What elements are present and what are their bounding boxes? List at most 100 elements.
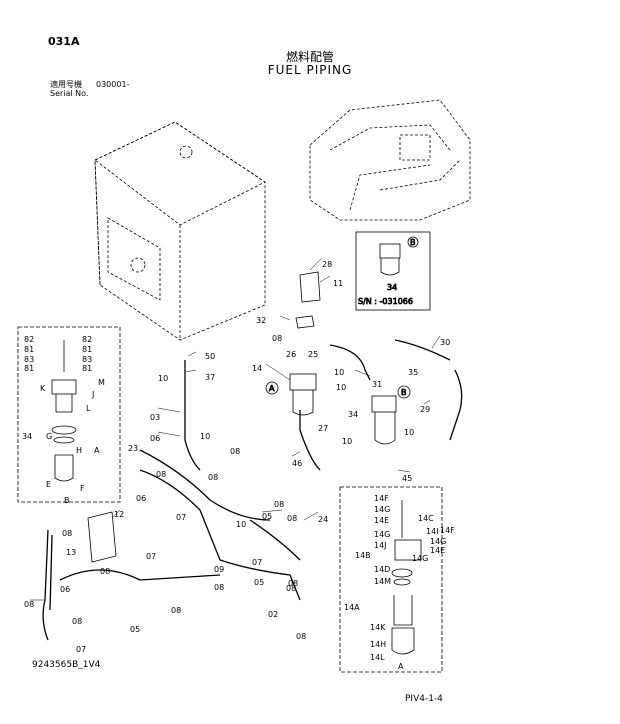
callout-c37: 37 bbox=[205, 373, 216, 382]
callout-c06c: 06 bbox=[60, 585, 71, 594]
detail-right-label: 14J bbox=[374, 541, 387, 550]
detail-right-label: 14L bbox=[370, 653, 385, 662]
fuel-tank bbox=[94, 121, 266, 341]
callout-c08k: 08 bbox=[72, 617, 83, 626]
detail-right-label: 14K bbox=[370, 623, 386, 632]
callout-c24: 24 bbox=[318, 515, 329, 524]
callout-c11: 11 bbox=[333, 279, 344, 288]
serial-value: 030001- bbox=[96, 80, 130, 89]
callout-c03: 03 bbox=[150, 413, 161, 422]
callout-c12: 12 bbox=[114, 510, 125, 519]
callout-c08d: 08 bbox=[287, 514, 298, 523]
callout-c08n: 08 bbox=[208, 473, 219, 482]
callout-c10b: 10 bbox=[200, 432, 211, 441]
callout-c10e: 10 bbox=[404, 428, 415, 437]
ref-marker-b-label: B bbox=[401, 388, 407, 397]
serial-label-en: Serial No. bbox=[50, 89, 89, 98]
detail-right-label: 14A bbox=[344, 603, 360, 612]
callout-c09: 09 bbox=[214, 565, 225, 574]
leader-lines bbox=[30, 257, 441, 601]
detail-right-label: 14F bbox=[374, 494, 389, 503]
detail-right-label: 14E bbox=[430, 546, 446, 555]
callout-c07c: 07 bbox=[252, 558, 263, 567]
ref-marker-a-label: A bbox=[269, 384, 275, 393]
machine-overview bbox=[309, 99, 471, 221]
detail-left-label: M bbox=[98, 378, 105, 387]
detail-box-left bbox=[17, 326, 121, 503]
callout-c46: 46 bbox=[292, 459, 303, 468]
ref-marker-a bbox=[265, 381, 279, 395]
callout-c32: 32 bbox=[256, 316, 267, 325]
inset-part: 34 bbox=[387, 283, 397, 292]
callout-c50: 50 bbox=[205, 352, 216, 361]
detail-left-filter bbox=[51, 340, 77, 482]
callout-c25: 25 bbox=[308, 350, 319, 359]
detail-right-label: 14H bbox=[370, 640, 387, 649]
callout-c08g: 08 bbox=[171, 606, 182, 615]
callout-c29: 29 bbox=[420, 405, 431, 414]
callout-c10a: 10 bbox=[158, 374, 169, 383]
detail-left-label: 81 bbox=[82, 364, 93, 373]
detail-left-label: 83 bbox=[24, 355, 35, 364]
detail-left-label: B bbox=[64, 496, 70, 505]
callout-c08j: 08 bbox=[24, 600, 35, 609]
page-reference: PIV4-1-4 bbox=[405, 694, 443, 704]
detail-right-label: 14G bbox=[374, 505, 391, 514]
detail-left-label: 82 bbox=[82, 335, 93, 344]
callout-c05c: 05 bbox=[130, 625, 141, 634]
detail-left-label: 81 bbox=[82, 345, 93, 354]
callout-c08l: 08 bbox=[286, 584, 297, 593]
detail-left-label: G bbox=[46, 432, 53, 441]
callout-c10d: 10 bbox=[336, 383, 347, 392]
bracket-12 bbox=[87, 511, 117, 563]
inset-box bbox=[355, 231, 431, 311]
inset-ref: B bbox=[410, 238, 416, 247]
callout-c05b: 05 bbox=[254, 578, 265, 587]
detail-left-label: E bbox=[46, 480, 52, 489]
callout-c10c: 10 bbox=[334, 368, 345, 377]
detail-right-label: 14G bbox=[412, 554, 429, 563]
detail-left-label: 83 bbox=[82, 355, 93, 364]
callout-c08a: 08 bbox=[272, 334, 283, 343]
callout-c08e: 08 bbox=[62, 529, 73, 538]
detail-right-label: 14F bbox=[440, 526, 455, 535]
callout-c08i: 08 bbox=[288, 579, 299, 588]
callout-c06b: 06 bbox=[136, 494, 147, 503]
detail-right-label: 14I bbox=[426, 527, 439, 536]
callout-c08b: 08 bbox=[230, 447, 241, 456]
detail-right-label: A bbox=[398, 662, 404, 671]
drawing-number: 9243565B_1V4 bbox=[32, 660, 101, 670]
detail-right-label: 14C bbox=[418, 514, 434, 523]
callout-c07d: 07 bbox=[76, 645, 87, 654]
inset-filter bbox=[379, 236, 419, 276]
callout-c23: 23 bbox=[128, 444, 139, 453]
callout-c30: 30 bbox=[440, 338, 451, 347]
inset-serial-note: S/N : -031066 bbox=[358, 297, 413, 306]
callout-c08m: 08 bbox=[296, 632, 307, 641]
callout-c14: 14 bbox=[252, 364, 263, 373]
detail-left-label: H bbox=[76, 446, 83, 455]
detail-right-label: 14G bbox=[374, 530, 391, 539]
detail-left-label: J bbox=[92, 390, 95, 399]
detail-left-label: L bbox=[86, 404, 91, 413]
callout-c08c: 08 bbox=[156, 470, 167, 479]
serial-label-jp: 適用号機 bbox=[50, 80, 82, 89]
bracket-11 bbox=[295, 271, 321, 329]
callout-c05a: 05 bbox=[262, 512, 273, 521]
detail-left-label: K bbox=[40, 384, 46, 393]
detail-left-label: A bbox=[94, 446, 100, 455]
detail-box-right bbox=[339, 486, 443, 673]
detail-left-label: 81 bbox=[24, 345, 35, 354]
callout-c35: 35 bbox=[408, 368, 419, 377]
title-japanese: 燃料配管 bbox=[285, 50, 334, 64]
callout-c02: 02 bbox=[268, 610, 279, 619]
callout-c31: 31 bbox=[372, 380, 383, 389]
fuel-filter-14 bbox=[289, 373, 317, 416]
callout-c26: 26 bbox=[286, 350, 297, 359]
fuel-filter-34 bbox=[371, 395, 397, 445]
fuel-pipes bbox=[42, 339, 463, 641]
detail-right-label: 14D bbox=[374, 565, 391, 574]
callout-c08h: 08 bbox=[214, 583, 225, 592]
callout-c08o: 08 bbox=[274, 500, 285, 509]
